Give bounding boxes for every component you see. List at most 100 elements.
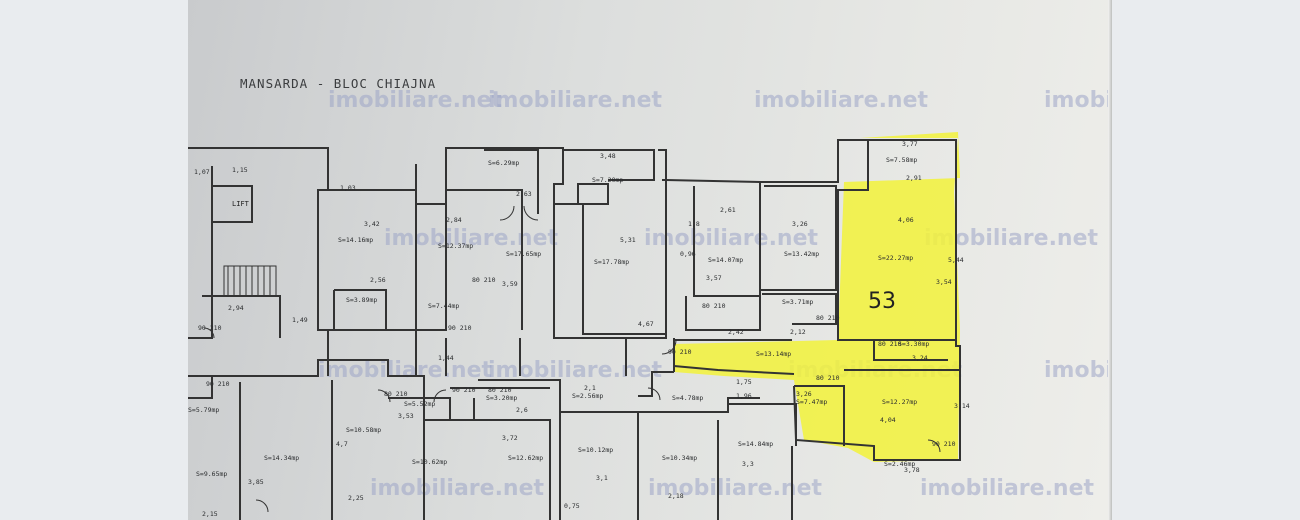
area-r7: S=17.78mp (594, 258, 629, 266)
area-r22: S=12.27mp (882, 398, 917, 406)
dim-36: 2,25 (348, 494, 364, 502)
dim-13: 5,31 (620, 236, 636, 244)
door-label-12: 90 210 (932, 440, 956, 448)
area-r25: S=10.62mp (412, 458, 447, 466)
area-r30: S=9.65mp (196, 470, 227, 478)
lift-label: LIFT (232, 200, 250, 208)
watermark-9: imobiliare.net (488, 358, 663, 383)
dim-44: 1,8 (688, 220, 700, 228)
watermark-3: imobiliare.net (754, 88, 929, 113)
watermark-12: imobiliare.net (370, 476, 545, 501)
dim-31: 3,85 (248, 478, 264, 486)
dim-22: 3,24 (912, 354, 928, 362)
dim-25: 3,26 (796, 390, 812, 398)
area-r21: S=7.47mp (796, 398, 827, 406)
area-r15: S=3.30mp (898, 340, 929, 348)
dim-15: 3,57 (706, 274, 722, 282)
dim-43: 1,49 (292, 316, 308, 324)
area-r4: S=14.16mp (338, 236, 373, 244)
dim-4: 1,07 (194, 168, 210, 176)
dim-45: 0,75 (564, 502, 580, 510)
dim-39: 5,44 (948, 256, 964, 264)
door-label-6: 80 210 (816, 314, 840, 322)
watermark-8: imobiliare.net (318, 358, 493, 383)
area-r18: S=3.20mp (486, 394, 517, 402)
dim-40: 3,54 (936, 278, 952, 286)
dim-33: 3,3 (742, 460, 754, 468)
dim-21: 2,12 (790, 328, 806, 336)
area-r8: S=14.07mp (708, 256, 743, 264)
dim-11: 4,06 (898, 216, 914, 224)
dim-37: 3,78 (904, 466, 920, 474)
unit-53-highlight (674, 132, 960, 462)
dim-23: 1,75 (736, 378, 752, 386)
plan-title: MANSARDA - BLOC CHIAJNA (240, 76, 437, 91)
area-r17: S=5.52mp (404, 400, 435, 408)
watermark-4: imobiliare.net (1044, 88, 1112, 113)
area-r1: S=6.29mp (488, 159, 519, 167)
door-label-10: 90 210 (452, 386, 476, 394)
door-label-7: 80 210 (878, 340, 902, 348)
unit-number: 53 (868, 289, 896, 314)
door-label-13: 80 210 (816, 374, 840, 382)
dim-29: 2,1 (584, 384, 596, 392)
dim-14: 0,96 (680, 250, 696, 258)
dim-6: 1,03 (340, 184, 356, 192)
dim-5: 1,15 (232, 166, 248, 174)
door-label-11: 80 210 (488, 386, 512, 394)
floor-plan-drawing: LIFT S=6.29mp S=7.20mp S=7.58mp S=14.16m… (188, 132, 970, 520)
dim-9: 3,42 (364, 220, 380, 228)
dim-10: 3,26 (792, 220, 808, 228)
watermark-5: imobiliare.net (384, 226, 559, 251)
dim-12: 2,61 (720, 206, 736, 214)
area-r16: S=5.79mp (188, 406, 219, 414)
dim-19: 4,67 (638, 320, 654, 328)
dim-35: 2,15 (202, 510, 218, 518)
area-r24: S=14.34mp (264, 454, 299, 462)
dim-3: 2,91 (906, 174, 922, 182)
area-r31: S=2.46mp (884, 460, 915, 468)
dim-34: 2,18 (668, 492, 684, 500)
watermark-13: imobiliare.net (648, 476, 823, 501)
dim-18: 2,94 (228, 304, 244, 312)
door-label-2: 90 210 (198, 324, 222, 332)
area-r5: S=12.37mp (438, 242, 473, 250)
door-label-5: 80 210 (702, 302, 726, 310)
area-r3: S=7.58mp (886, 156, 917, 164)
dim-42: 1,44 (438, 354, 454, 362)
door-label-1: 90 210 (448, 324, 472, 332)
area-r12: S=7.44mp (428, 302, 459, 310)
staircase (223, 265, 277, 297)
door-label-4: 90 210 (668, 348, 692, 356)
area-r23: S=10.58mp (346, 426, 381, 434)
door-label-3: 80 210 (472, 276, 496, 284)
dim-1: 3,77 (902, 140, 918, 148)
area-r10: S=22.27mp (878, 254, 913, 262)
watermark-11: imobiliare.net (1044, 358, 1112, 383)
dim-17: 2,56 (370, 276, 386, 284)
page-edge (1108, 0, 1112, 520)
area-r28: S=10.34mp (662, 454, 697, 462)
dim-26: 4,04 (880, 416, 896, 424)
area-r26: S=12.62mp (508, 454, 543, 462)
dim-28: 2,6 (516, 406, 528, 414)
dim-24: 1,96 (736, 392, 752, 400)
door-label-8: 90 210 (206, 380, 230, 388)
watermark-2: imobiliare.net (488, 88, 663, 113)
area-r2: S=7.20mp (592, 176, 623, 184)
watermark-14: imobiliare.net (920, 476, 1095, 501)
dim-30: 3,72 (502, 434, 518, 442)
dim-7: 2,63 (516, 190, 532, 198)
area-r19: S=2.56mp (572, 392, 603, 400)
area-r11: S=3.89mp (346, 296, 377, 304)
dim-41: 3,14 (954, 402, 970, 410)
area-r14: S=13.14mp (756, 350, 791, 358)
floor-plan-sheet: MANSARDA - BLOC CHIAJNA imobiliare.net i… (188, 0, 1112, 520)
watermark-1: imobiliare.net (328, 88, 503, 113)
dim-16: 3,59 (502, 280, 518, 288)
area-r20: S=4.78mp (672, 394, 703, 402)
dim-8: 2,84 (446, 216, 462, 224)
dim-2: 3,48 (600, 152, 616, 160)
dim-20: 2,42 (728, 328, 744, 336)
area-r27: S=10.12mp (578, 446, 613, 454)
